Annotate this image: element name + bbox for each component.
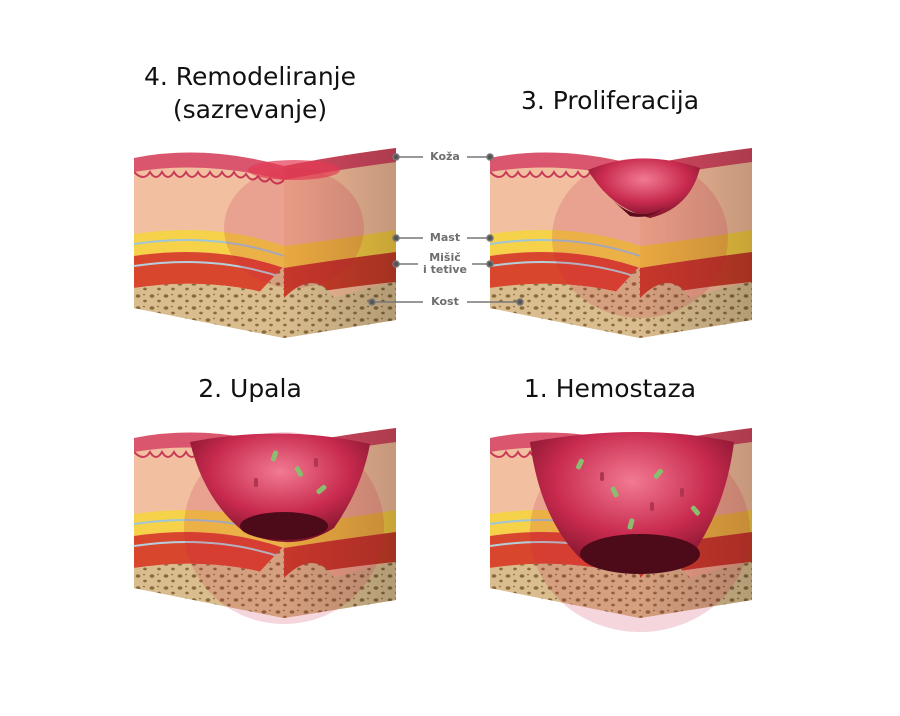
stage-1-diagram	[490, 428, 753, 632]
stage-3-diagram	[490, 148, 753, 339]
label-muscle: Mišič i tetive	[418, 252, 472, 276]
stage-3-title: 3. Proliferacija	[520, 86, 700, 115]
stage-2-title: 2. Upala	[198, 374, 302, 403]
stage-4-title-line1: 4. Remodeliranje	[144, 62, 356, 91]
label-muscle-line2: i tetive	[423, 263, 467, 276]
label-bone: Kost	[423, 296, 467, 308]
stage-1-title: 1. Hemostaza	[523, 374, 697, 403]
label-muscle-line1: Mišič	[429, 251, 461, 264]
stage-4-title-line2: (sazrevanje)	[172, 95, 328, 124]
stage-4-diagram	[134, 148, 397, 339]
label-fat: Mast	[423, 232, 467, 244]
label-skin: Koža	[423, 151, 467, 163]
stage-2-diagram	[134, 428, 397, 624]
stage-4-title: 4. Remodeliranje (sazrevanje)	[130, 60, 370, 126]
